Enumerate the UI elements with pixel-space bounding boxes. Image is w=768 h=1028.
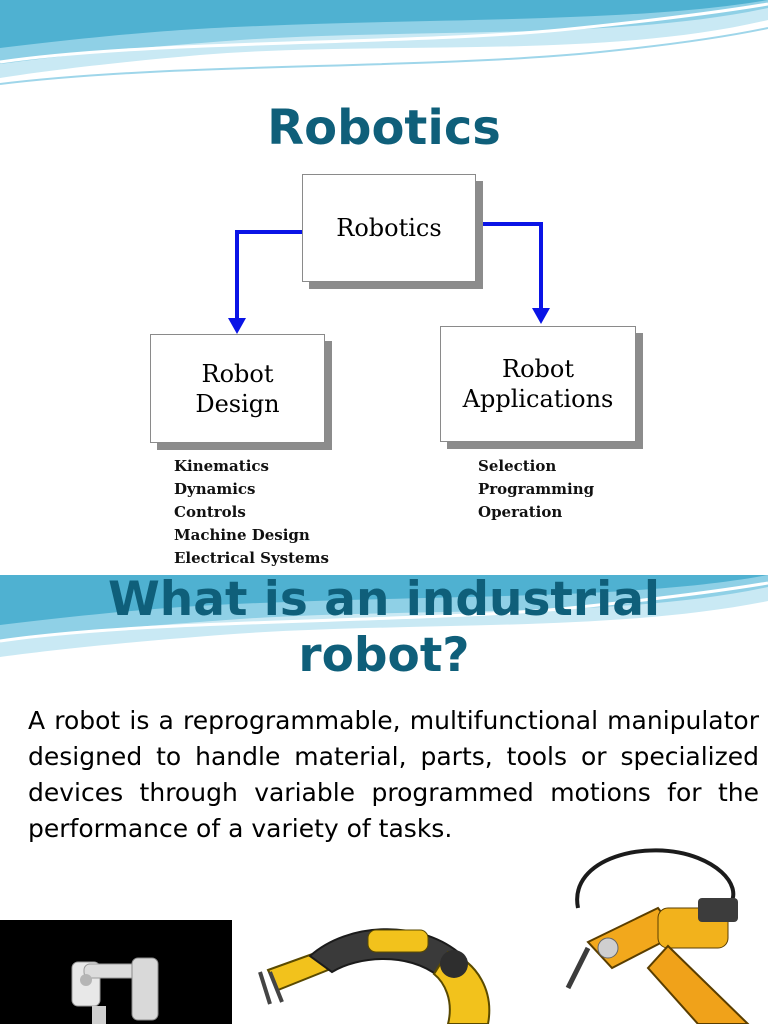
list-item: Selection bbox=[478, 457, 557, 475]
definition-paragraph: A robot is a reprogrammable, multifuncti… bbox=[28, 706, 759, 843]
middle-wave-banner bbox=[0, 575, 768, 657]
robot-applications-topics: Selection Programming Operation bbox=[478, 455, 594, 524]
robot-applications-line2: Applications bbox=[462, 385, 614, 413]
arrow-to-design bbox=[235, 230, 302, 320]
list-item: Programming bbox=[478, 480, 595, 498]
slide-title-industrial-robot: What is an industrial robot? bbox=[0, 572, 768, 684]
white-robot-illustration bbox=[71, 957, 159, 1024]
robot-photo-left bbox=[0, 920, 232, 1024]
arrow-to-applications bbox=[475, 222, 543, 310]
title-line-1: What is an industrial bbox=[107, 572, 661, 627]
robot-design-topics: Kinematics Dynamics Controls Machine Des… bbox=[174, 455, 329, 570]
list-item: Machine Design bbox=[174, 526, 310, 544]
list-item: Operation bbox=[478, 503, 563, 521]
diagram-arrows bbox=[228, 222, 550, 334]
robotics-root-label: Robotics bbox=[336, 214, 442, 242]
robot-applications-line1: Robot bbox=[502, 355, 574, 383]
yellow-robot-arm-illustration bbox=[258, 928, 491, 1024]
industrial-robot-illustration bbox=[565, 848, 750, 1024]
list-item: Controls bbox=[174, 503, 246, 521]
list-item: Kinematics bbox=[174, 457, 269, 475]
robot-design-line2: Design bbox=[195, 389, 280, 418]
title-line-2: robot? bbox=[298, 628, 470, 683]
slide-title-robotics: Robotics bbox=[267, 100, 501, 156]
arrowhead-applications bbox=[532, 308, 550, 324]
arrowhead-design bbox=[228, 318, 246, 334]
robot-design-box: Robot Design bbox=[150, 334, 325, 443]
list-item: Dynamics bbox=[174, 480, 256, 498]
robot-design-line1: Robot bbox=[201, 359, 274, 388]
robotics-root-box: Robotics bbox=[302, 174, 476, 282]
list-item: Electrical Systems bbox=[174, 549, 329, 567]
robot-applications-box: Robot Applications bbox=[440, 326, 636, 442]
robotics-diagram: Robotics Robot Design Robot Applications… bbox=[95, 160, 675, 570]
top-wave-banner bbox=[0, 0, 768, 85]
